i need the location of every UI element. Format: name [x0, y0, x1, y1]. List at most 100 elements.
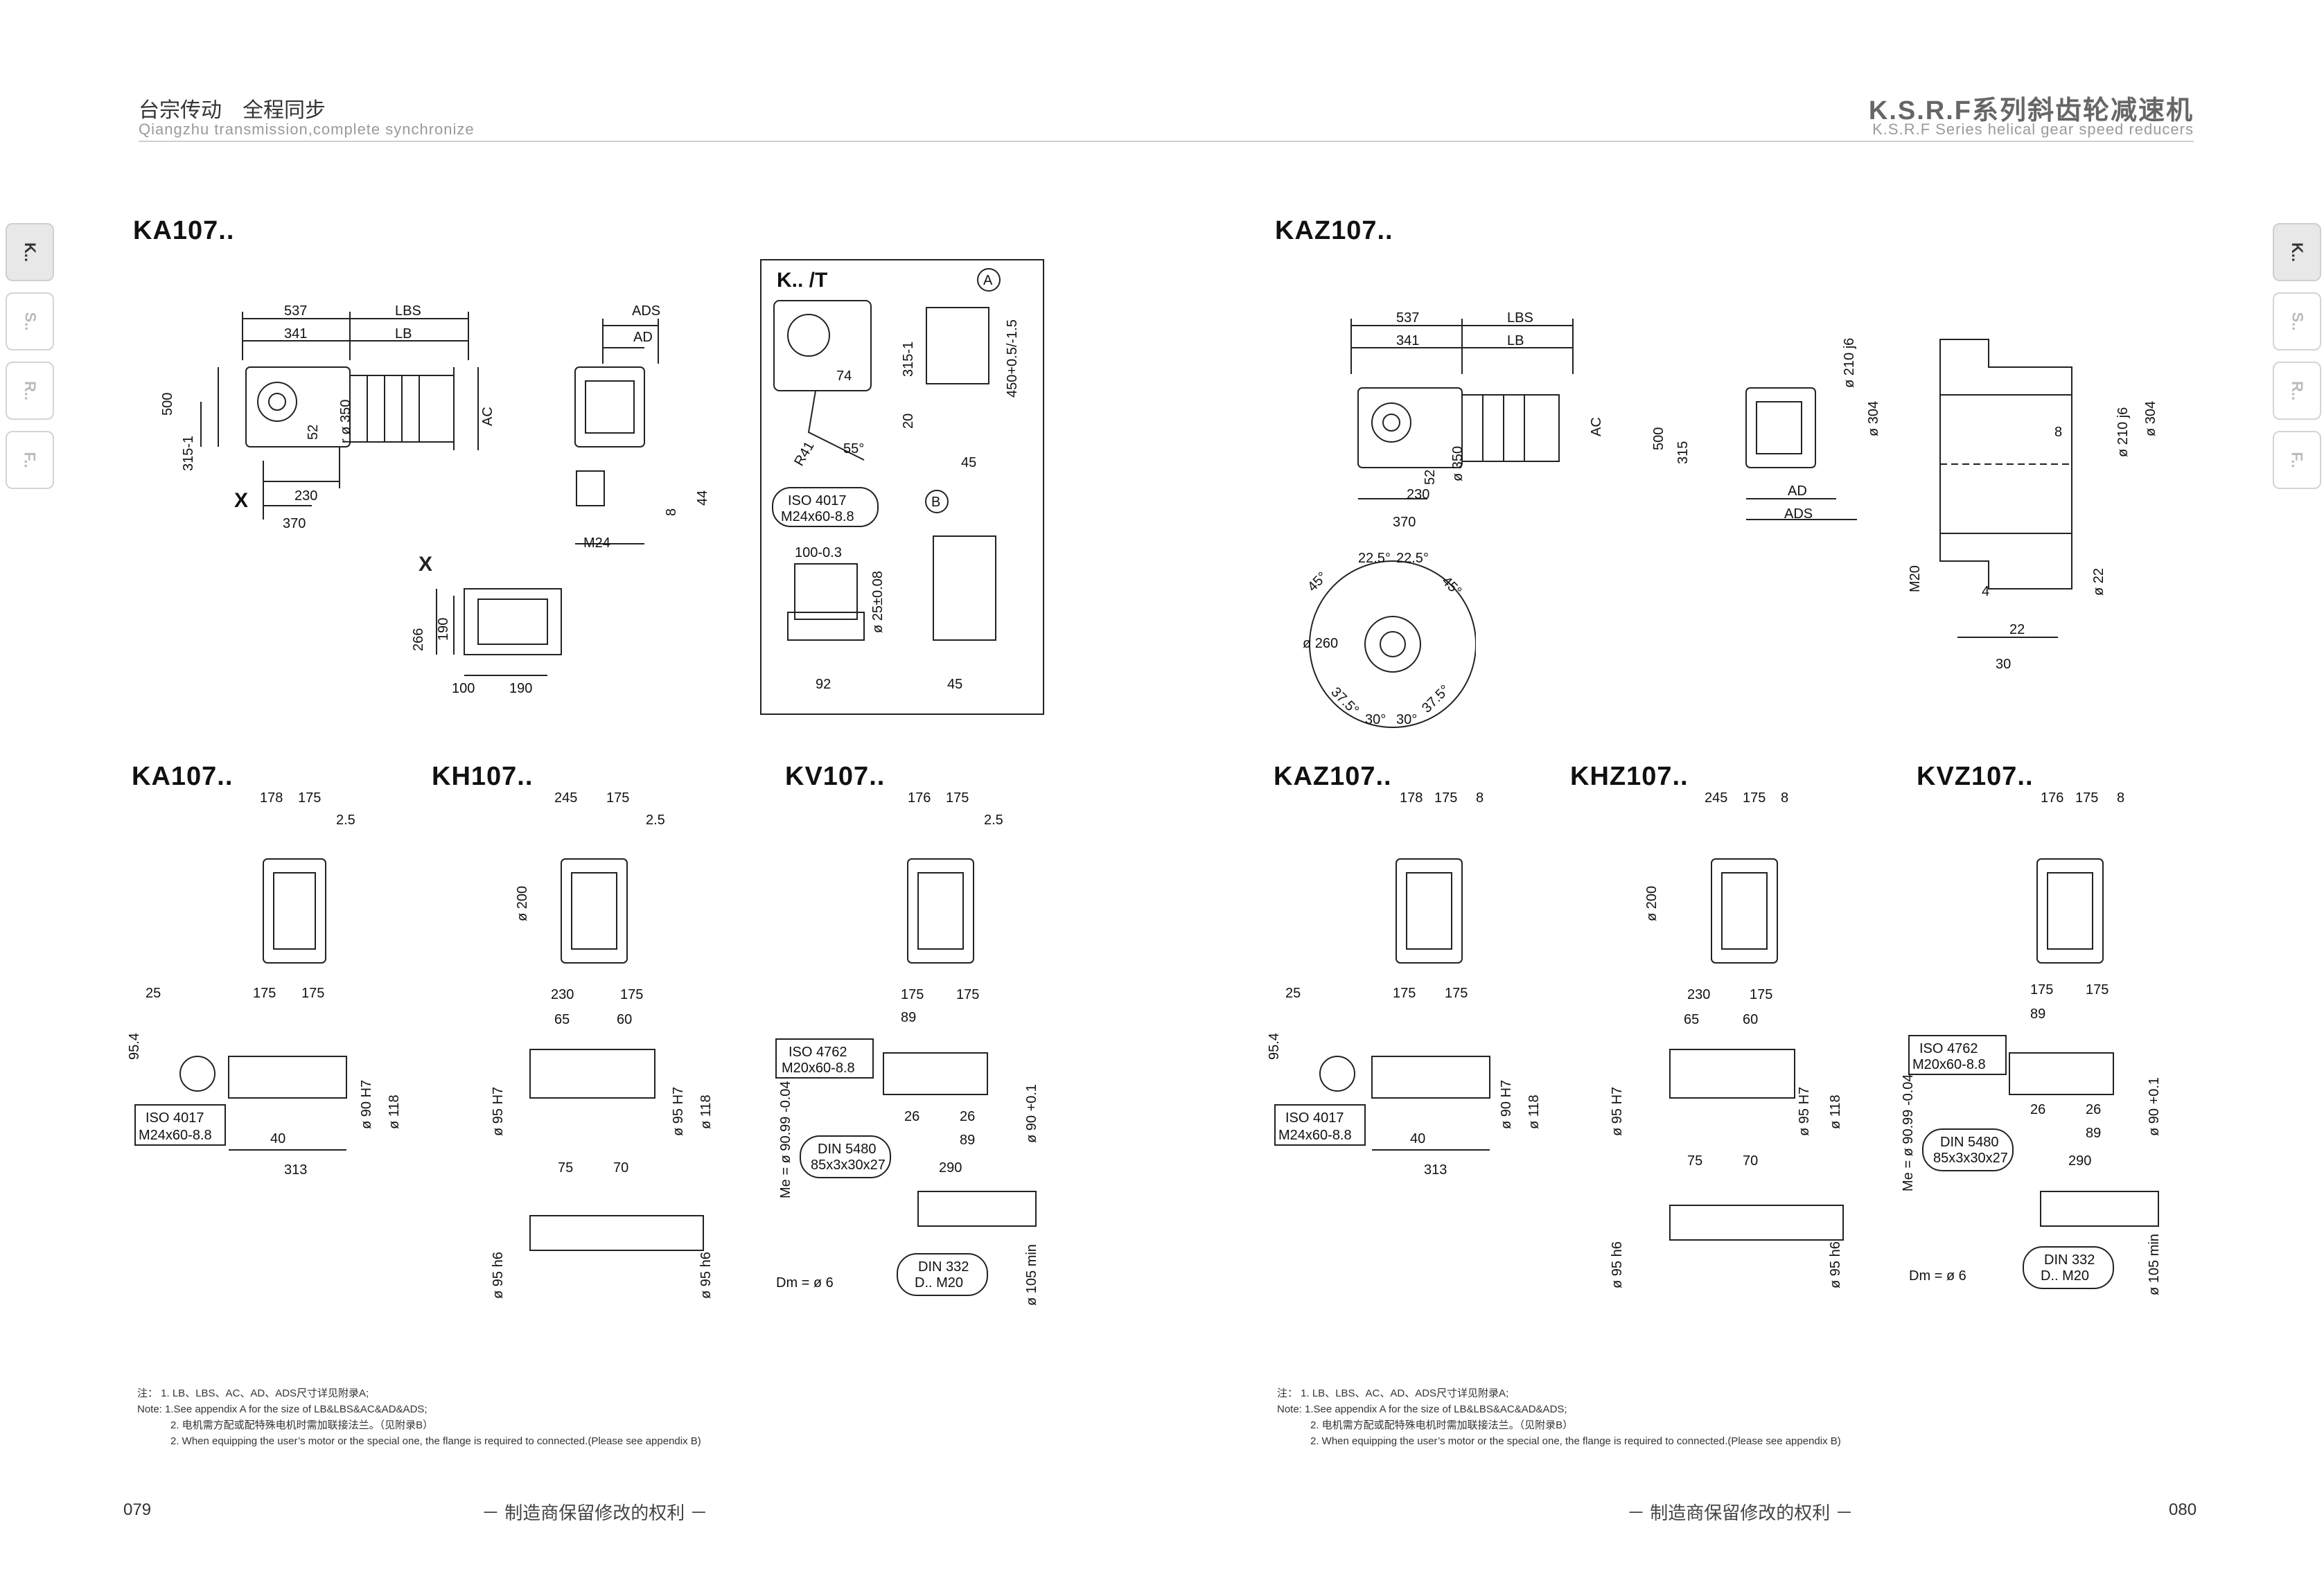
khz-dim-118: ø 118 [1828, 1094, 1843, 1129]
khz-dim-200: ø 200 [1644, 886, 1660, 921]
kv-iso-spec: M20x60-8.8 [782, 1061, 855, 1076]
kvz-din5480-spec: 85x3x30x27 [1933, 1151, 2008, 1166]
notes-left: 注： 1. LB、LBS、AC、AD、ADS尺寸详见附录A; Note: 1.S… [137, 1385, 701, 1449]
kh-dim-230: 230 [551, 987, 574, 1002]
x-view-drawing: 266 190 100 190 [411, 588, 562, 696]
dim-ad: AD [633, 330, 653, 345]
kh-dim-70: 70 [613, 1160, 628, 1176]
ka107-main-drawing: 537 LBS 341 LB 500 315-1 52 r ø 350 AC 2… [160, 303, 710, 551]
header-left-en: Qiangzhu transmission,complete synchroni… [139, 121, 475, 138]
kt-dim-74: 74 [836, 369, 852, 384]
kaz-dim-210: ø 210 j6 [1842, 338, 1857, 388]
kaz-b-dim-90: ø 90 H7 [1499, 1080, 1514, 1129]
dim-lbs: LBS [395, 303, 421, 319]
kh-dim-200: ø 200 [515, 886, 530, 921]
dim-ads: ADS [632, 303, 660, 319]
note-line-2r: Note: 1.See appendix A for the size of L… [1277, 1403, 1567, 1415]
kv107-bottom-drawing: 176 175 2.5 175 175 89 ISO 4762 M20x60-8… [775, 790, 1039, 1306]
ka-dim-40: 40 [270, 1131, 285, 1146]
kv-din5480-spec: 85x3x30x27 [811, 1158, 886, 1173]
kaz-b-dim-178: 178 [1400, 790, 1423, 806]
kh-dim-175: 175 [606, 790, 629, 806]
kaz-dim-341: 341 [1396, 333, 1419, 348]
kaz-b-dim-8: 8 [1476, 790, 1484, 806]
ka-dim-178: 178 [260, 790, 283, 806]
side-tab-right-f[interactable]: F.. [2273, 431, 2321, 489]
kvz-iso: ISO 4762 [1919, 1041, 1978, 1056]
note-line-2: Note: 1.See appendix A for the size of L… [137, 1403, 428, 1415]
note-line-1: 注： 1. LB、LBS、AC、AD、ADS尺寸详见附录A; [137, 1387, 369, 1399]
kv-dim-175: 175 [946, 790, 969, 806]
sec-dim-4: 4 [1982, 584, 1989, 599]
khz107-bottom-drawing: 245 175 8 ø 200 230 175 65 60 ø 95 H7 ø … [1610, 790, 1844, 1288]
kt-dim-92: 92 [816, 677, 831, 692]
kv-dim-26a: 26 [904, 1109, 919, 1124]
dim-lb: LB [395, 326, 412, 342]
kvz107-bottom-drawing: 176 175 8 175 175 89 ISO 4762 M20x60-8.8… [1901, 790, 2162, 1295]
model-ka107: KA107.. [132, 762, 234, 791]
khz-dim-65: 65 [1684, 1012, 1699, 1027]
side-tab-left-k[interactable]: K.. [6, 223, 54, 281]
ka-dim-175c: 175 [301, 986, 324, 1001]
kt-dim-r41: R41 [791, 439, 817, 469]
kt-dim-25: ø 25±0.08 [870, 571, 886, 633]
side-tab-right-s[interactable]: S.. [2273, 292, 2321, 351]
ka-iso-spec: M24x60-8.8 [139, 1128, 212, 1143]
model-kaz107: KAZ107.. [1274, 762, 1392, 791]
header-right-cn: K.S.R.F系列斜齿轮减速机 [1868, 96, 2194, 125]
kaz-b-dim-175c: 175 [1445, 986, 1468, 1001]
dim-370: 370 [283, 516, 306, 531]
sec-dim-22b: 22 [2009, 622, 2025, 637]
kh-dim-175b: 175 [620, 987, 643, 1002]
kaz-dim-537: 537 [1396, 310, 1419, 326]
khz-dim-95d: ø 95 h6 [1828, 1241, 1843, 1288]
kvz-dim-8: 8 [2117, 790, 2124, 806]
note-line-1r: 注： 1. LB、LBS、AC、AD、ADS尺寸详见附录A; [1277, 1387, 1509, 1399]
kt-dim-45b: 45 [947, 677, 962, 692]
side-tab-left-r[interactable]: R.. [6, 362, 54, 420]
kv-dim-176: 176 [908, 790, 931, 806]
khz-dim-175b: 175 [1750, 987, 1772, 1002]
kt-circle-a: A [983, 273, 993, 288]
header-rule [139, 141, 2194, 142]
kt-dim-55: 55° [843, 441, 864, 456]
kv-din332-spec: D.. M20 [915, 1275, 963, 1291]
dim-m24: M24 [583, 535, 610, 551]
kaz-dim-ac: AC [1589, 417, 1604, 436]
kh-dim-95a: ø 95 H7 [491, 1087, 506, 1136]
kvz-dim-176: 176 [2041, 790, 2063, 806]
side-tab-left-f[interactable]: F.. [6, 431, 54, 489]
kaz-dim-500: 500 [1651, 427, 1666, 450]
kh-dim-25: 2.5 [646, 813, 665, 828]
khz-dim-95b: ø 95 H7 [1797, 1087, 1812, 1136]
kv-dim-25: 2.5 [984, 813, 1003, 828]
dim-52: 52 [306, 425, 321, 440]
dim-190: 190 [436, 618, 451, 641]
side-tab-left-s[interactable]: S.. [6, 292, 54, 351]
kaz-dim-230: 230 [1407, 487, 1429, 502]
kvz-dim-90: ø 90 +0.1 [2147, 1077, 2162, 1136]
kvz-dim-175c: 175 [2086, 982, 2109, 998]
ka-iso: ISO 4017 [146, 1110, 204, 1126]
kvz-dim-26b: 26 [2086, 1102, 2101, 1117]
dim-r350: r ø 350 [338, 400, 353, 443]
side-tab-right-r[interactable]: R.. [2273, 362, 2321, 420]
khz-dim-75: 75 [1687, 1153, 1702, 1169]
kvz-dim-26a: 26 [2030, 1102, 2045, 1117]
khz-dim-95a: ø 95 H7 [1610, 1087, 1625, 1136]
kt-dim-45: 45 [961, 455, 976, 470]
view-x-marker: X [234, 489, 248, 512]
khz-dim-175: 175 [1743, 790, 1766, 806]
sec-dim-304: ø 304 [2143, 401, 2158, 436]
kaz-b-dim-954: 95.4 [1267, 1033, 1282, 1060]
x-view-label: X [419, 553, 433, 576]
rights-right: － 制造商保留修改的权利 － [1627, 1502, 1854, 1523]
kh-dim-75: 75 [558, 1160, 573, 1176]
kvz-dim-89b: 89 [2086, 1126, 2101, 1141]
side-tab-right-k[interactable]: K.. [2273, 223, 2321, 281]
kaz-dim-lb: LB [1507, 333, 1524, 348]
page-number-right: 080 [2169, 1500, 2197, 1519]
ka-dim-175: 175 [298, 790, 321, 806]
model-kaz107-top: KAZ107.. [1275, 216, 1393, 245]
sec-dim-m20: M20 [1908, 565, 1923, 592]
